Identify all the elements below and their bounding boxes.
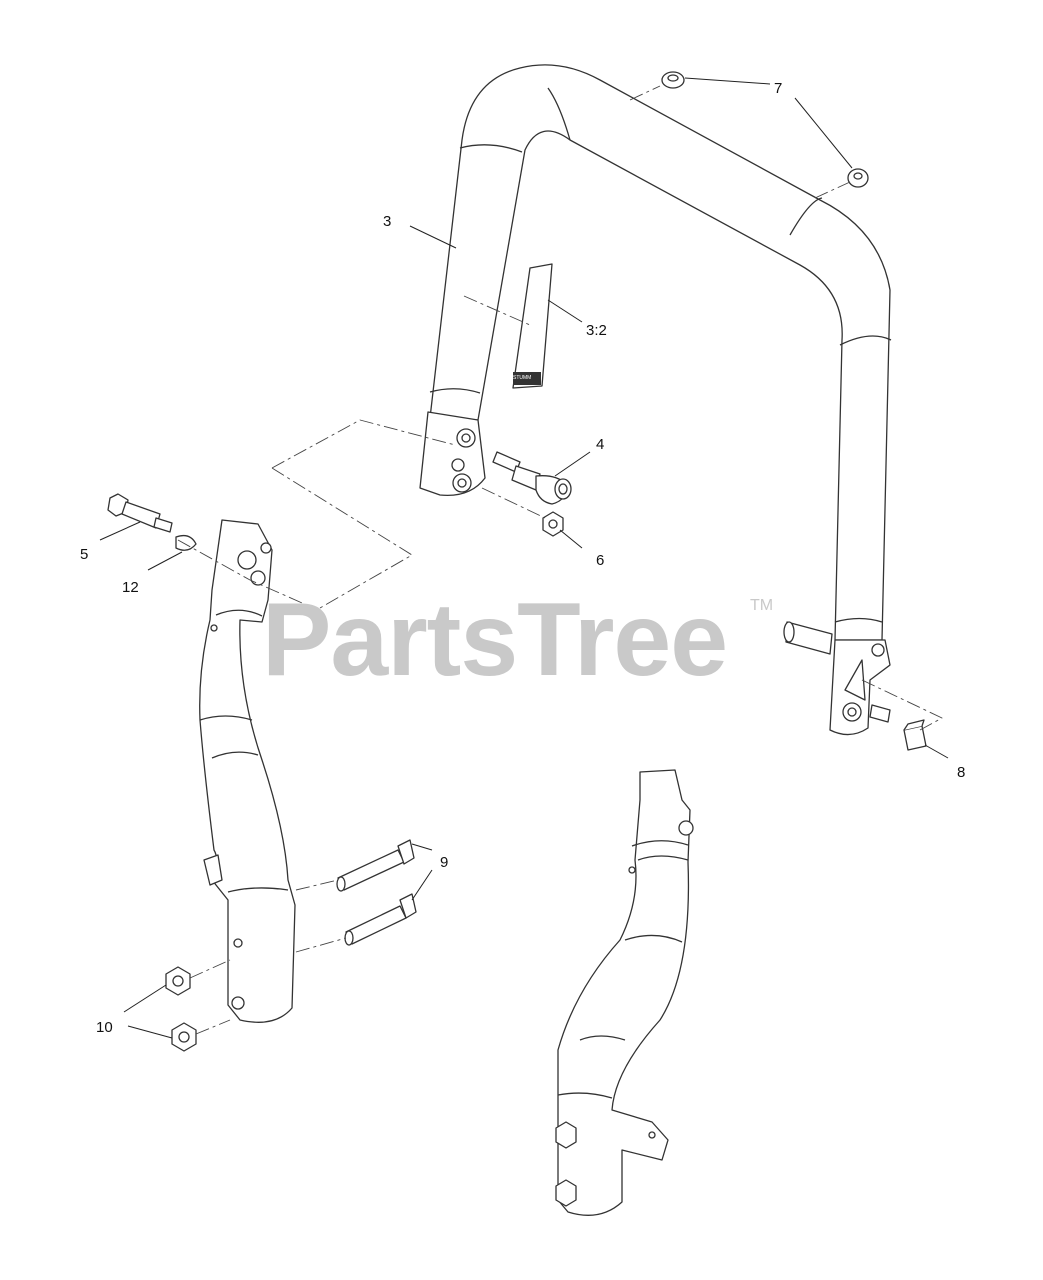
right-pin-assembly (783, 621, 891, 723)
decal-label: STUMM (513, 375, 532, 381)
clip-part-8 (903, 719, 927, 751)
callout-9: 9 (440, 854, 449, 871)
nut-part-6 (542, 511, 564, 537)
leader-lines (99, 77, 949, 1039)
bolts-part-9 (336, 839, 417, 946)
callout-8: 8 (957, 764, 966, 781)
roll-bar-upper (429, 64, 892, 641)
parts-tree-watermark: PartsTree (262, 582, 728, 698)
clip-part-12 (175, 534, 197, 551)
trademark-symbol: TM (750, 597, 774, 614)
callout-12: 12 (122, 579, 139, 596)
roll-bar-lower-left (199, 519, 296, 1023)
nut-part-10-top (165, 966, 191, 996)
callout-7: 7 (774, 80, 783, 97)
decal-label-area (513, 372, 541, 385)
callout-6: 6 (596, 552, 605, 569)
upper-left-bracket (419, 411, 486, 497)
pin-knob-part-4 (492, 451, 572, 505)
upper-right-bracket (829, 639, 891, 736)
roll-bar-lower-right (555, 769, 694, 1216)
callout-10: 10 (96, 1019, 113, 1036)
cap-part-7-right (847, 168, 869, 188)
callout-3: 3 (383, 213, 392, 230)
callout-4: 4 (596, 436, 605, 453)
nut-part-10-bottom (171, 1022, 197, 1052)
callout-3-2: 3:2 (586, 322, 607, 339)
decal (512, 263, 553, 389)
bolt-part-5 (107, 493, 173, 533)
cap-part-7-top (661, 71, 685, 89)
assembly-guides (177, 85, 943, 1035)
callout-5: 5 (80, 546, 89, 563)
